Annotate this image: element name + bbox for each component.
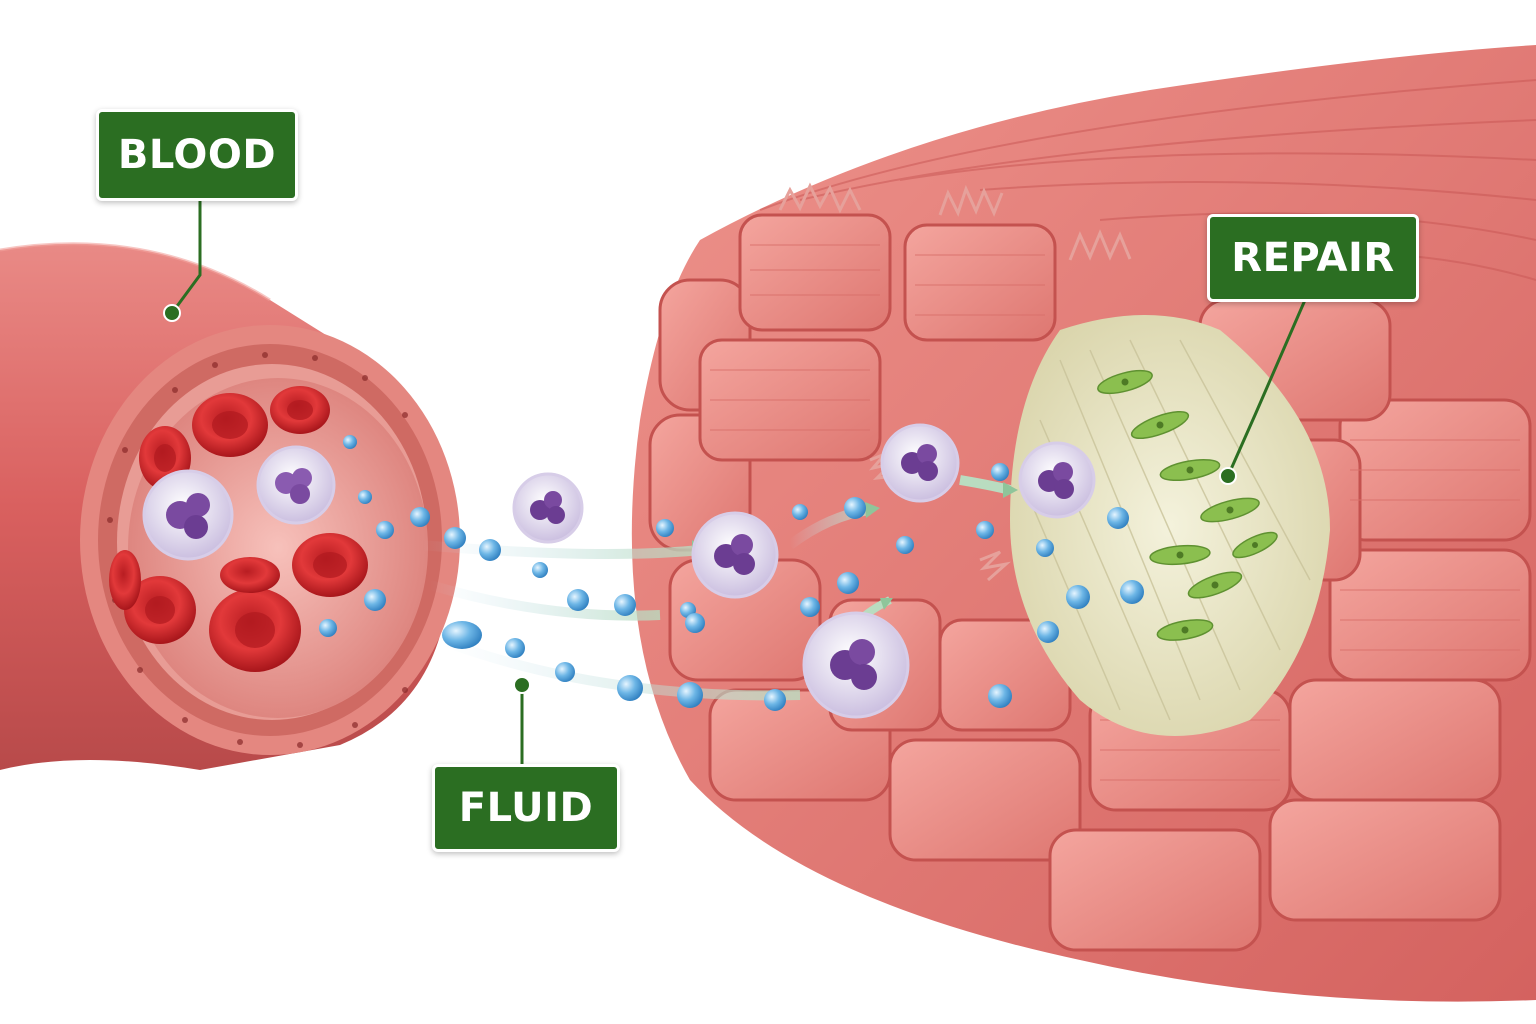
white-blood-cell-icon <box>802 611 910 719</box>
fluid-droplet-icon <box>1107 507 1129 529</box>
blood-label: BLOOD <box>96 109 298 201</box>
red-blood-cell-icon <box>124 576 196 644</box>
white-blood-cell-icon <box>880 423 960 503</box>
fluid-droplet-icon <box>532 562 548 578</box>
fluid-droplet-icon <box>988 684 1012 708</box>
fluid-droplet-icon <box>792 504 808 520</box>
fluid-droplet-icon <box>410 507 430 527</box>
leader-dots <box>163 304 1237 694</box>
red-blood-cell-icon <box>270 386 330 434</box>
fluid-droplet-icon <box>685 613 705 633</box>
repair-label: REPAIR <box>1207 214 1419 302</box>
migrating-white-blood-cells <box>512 423 1096 719</box>
fluid-droplet-icon <box>567 589 589 611</box>
fluid-droplet-icon <box>319 619 337 637</box>
fluid-droplets <box>319 435 1144 711</box>
fluid-droplet-icon <box>479 539 501 561</box>
red-blood-cells <box>109 386 368 672</box>
white-blood-cell-icon <box>691 511 779 599</box>
fluid-droplet-icon <box>844 497 866 519</box>
fluid-droplet-icon <box>677 682 703 708</box>
repair-leader-line <box>1226 299 1307 477</box>
fluid-droplet-icon <box>896 536 914 554</box>
fluid-droplet-icon <box>656 519 674 537</box>
fluid-droplet-icon <box>1037 621 1059 643</box>
fluid-droplet-icon <box>505 638 525 658</box>
vessel-lumen <box>128 378 428 718</box>
fluid-droplet-icon <box>614 594 636 616</box>
fluid-droplet-icon <box>358 490 372 504</box>
red-blood-cell-icon <box>209 588 301 672</box>
leader-lines <box>170 200 1307 765</box>
fluid-droplet-icon <box>364 589 386 611</box>
fluid-droplet-icon <box>991 463 1009 481</box>
fluid-droplet-icon <box>444 527 466 549</box>
fluid-droplet-icon <box>1066 585 1090 609</box>
repair-zone <box>1010 315 1330 736</box>
red-blood-cell-icon <box>109 550 141 610</box>
fluid-droplet-icon <box>837 572 859 594</box>
white-blood-cell-icon <box>1018 441 1096 519</box>
fluid-droplet-icon <box>1036 539 1054 557</box>
fluid-droplet-icon <box>442 621 482 649</box>
fluid-droplet-icon <box>976 521 994 539</box>
red-blood-cell-icon <box>192 393 268 457</box>
red-blood-cell-icon <box>292 533 368 597</box>
fluid-label: FLUID <box>432 764 620 852</box>
fluid-droplet-icon <box>1120 580 1144 604</box>
fluid-droplet-icon <box>376 521 394 539</box>
fluid-droplet-icon <box>764 689 786 711</box>
blood-leader-line <box>170 200 202 314</box>
white-blood-cell-icon <box>256 445 336 525</box>
fluid-droplet-icon <box>800 597 820 617</box>
fluid-droplet-icon <box>343 435 357 449</box>
white-blood-cell-icon <box>142 469 234 561</box>
fluid-droplet-icon <box>555 662 575 682</box>
white-blood-cell-icon <box>512 472 584 544</box>
red-blood-cell-icon <box>220 557 280 593</box>
fluid-droplet-icon <box>617 675 643 701</box>
